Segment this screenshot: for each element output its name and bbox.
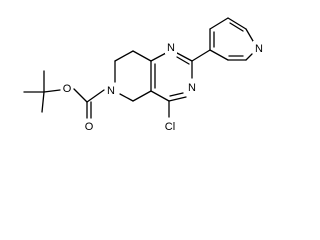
atom-label-chlorine: Cl xyxy=(161,118,179,133)
bond xyxy=(227,17,247,30)
bond xyxy=(86,89,105,103)
bond xyxy=(209,49,229,61)
atom-label-nitrogen-pyridine: N xyxy=(253,41,265,55)
bond xyxy=(168,96,187,102)
pyrimidine-ring xyxy=(150,52,193,118)
atom-label-nitrogen-pyrimidine-top: N xyxy=(165,40,177,54)
bond xyxy=(41,91,45,113)
atom-label-nitrogen-carbamate: N xyxy=(105,83,117,97)
bond xyxy=(150,90,170,102)
carbamate-group xyxy=(73,88,105,119)
bond xyxy=(114,50,134,62)
bond xyxy=(176,52,193,62)
atom-label-oxygen-ether: O xyxy=(61,81,73,95)
bond xyxy=(119,93,134,102)
bond xyxy=(169,92,184,97)
nitrogen-carbamate-label: N xyxy=(107,85,115,97)
bond xyxy=(245,28,254,42)
nitrogen-pyrimidine-top-label: N xyxy=(167,42,175,54)
oxygen-carbonyl-label: O xyxy=(85,121,94,133)
bond xyxy=(73,88,88,103)
atom-label-nitrogen-pyrimidine-bottom: N xyxy=(186,80,198,94)
bond xyxy=(150,52,167,62)
atom-label-oxygen-carbonyl: O xyxy=(83,119,95,133)
bond xyxy=(132,50,152,62)
bond xyxy=(191,49,211,62)
bond xyxy=(245,53,253,61)
tert-butyl-group xyxy=(23,70,61,113)
nitrogen-pyrimidine-bottom-label: N xyxy=(188,82,196,94)
oxygen-ether-label: O xyxy=(63,83,72,95)
tetrahydropyridine-ring xyxy=(114,50,152,102)
molecule-structure: O O N N N N Cl xyxy=(23,17,265,133)
chlorine-label: Cl xyxy=(165,121,175,133)
bond xyxy=(176,56,190,65)
bond xyxy=(132,90,152,102)
bond xyxy=(209,17,229,30)
nitrogen-pyridine-label: N xyxy=(255,43,263,55)
pyridine-ring xyxy=(209,17,254,61)
bond xyxy=(229,22,244,32)
bond xyxy=(43,89,61,93)
